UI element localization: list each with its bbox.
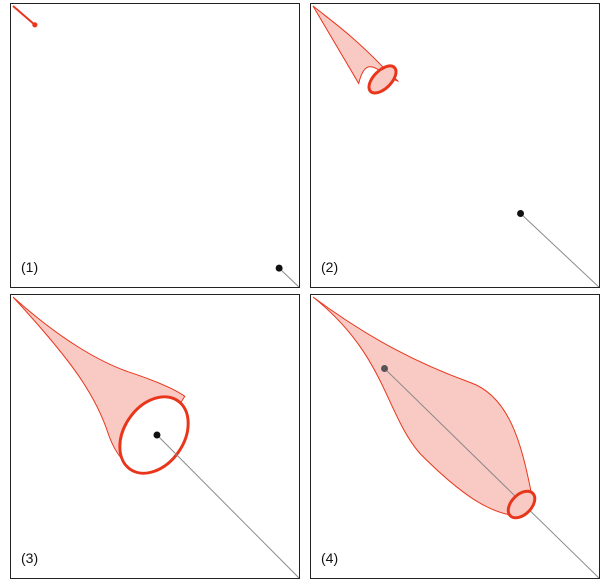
- panel-3: (3): [10, 294, 300, 579]
- guide-line: [384, 368, 599, 578]
- panel-label: (4): [321, 550, 339, 566]
- target-point: [153, 431, 161, 439]
- panel-3-canvas: [12, 296, 299, 578]
- panel-1: (1): [10, 3, 300, 288]
- target-point: [275, 264, 283, 272]
- panel-label: (1): [21, 259, 39, 275]
- panel-4-canvas: [312, 296, 599, 578]
- panel-label: (3): [21, 550, 39, 566]
- panel-label: (2): [321, 259, 339, 275]
- cone-shape: [12, 5, 36, 26]
- cone-rim: [367, 64, 398, 95]
- cone-shape: [312, 296, 532, 516]
- panel-4: (4): [310, 294, 600, 579]
- guide-line: [278, 267, 299, 287]
- panel-1-canvas: [12, 5, 299, 287]
- panel-2-canvas: [312, 5, 599, 287]
- guide-line: [156, 434, 299, 578]
- cone-tip-dot: [32, 22, 38, 28]
- start-point: [381, 365, 388, 372]
- guide-line: [520, 213, 599, 287]
- panel-2: (2): [310, 3, 600, 288]
- cone-rim: [506, 489, 537, 520]
- target-point: [517, 210, 525, 217]
